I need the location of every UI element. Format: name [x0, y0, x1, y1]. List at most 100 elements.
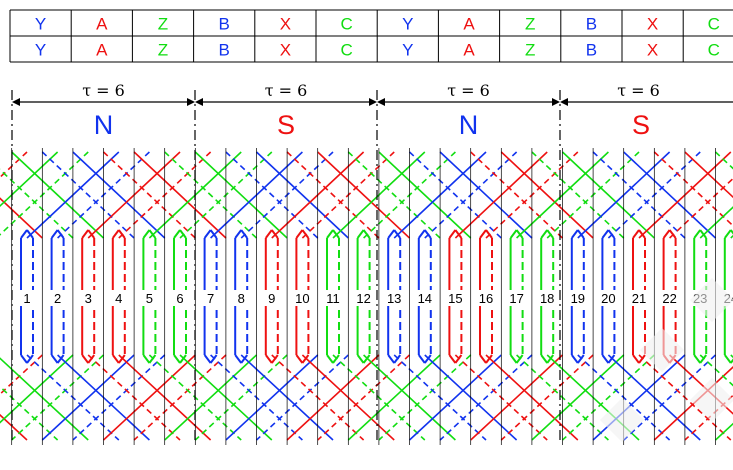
conductor-hook [173, 354, 181, 364]
end-connection-bottom [0, 385, 59, 441]
end-connection-bottom [225, 354, 319, 441]
conductor-hook [234, 229, 242, 239]
end-connection-bottom [714, 422, 733, 441]
phase-cell-label: A [96, 15, 108, 34]
conductor-hook [546, 229, 555, 239]
slot-number-bg [49, 290, 66, 306]
conductor-hook [356, 354, 365, 364]
conductor-hook [56, 354, 65, 364]
end-connection-top [500, 151, 594, 239]
phase-cell-label: Z [525, 41, 535, 60]
end-connection-top [286, 151, 380, 239]
end-connection-top [378, 151, 472, 239]
end-connection-bottom [286, 354, 380, 441]
end-connection-bottom [164, 354, 258, 441]
phase-cell-label: Y [402, 41, 413, 60]
conductor-hook [362, 354, 371, 364]
phase-cell-label: B [586, 41, 597, 60]
phase-cell-label: A [463, 15, 475, 34]
conductor-hook [332, 354, 340, 364]
conductor-hook [417, 229, 426, 239]
end-connection-bottom [317, 354, 411, 441]
pole-label: N [459, 110, 479, 140]
conductor-hook [607, 229, 616, 239]
conductor-hook [570, 229, 579, 239]
slot-number: 6 [176, 291, 183, 306]
end-connection-top [408, 151, 502, 239]
conductor-hook [118, 229, 126, 239]
slot-number: 9 [268, 291, 275, 306]
conductor-hook [50, 229, 59, 239]
pole-pitch-label: τ = 6 [82, 81, 125, 100]
conductor-hook [576, 354, 585, 364]
conductor-hook [209, 354, 218, 364]
end-connection-top [0, 197, 43, 239]
slot-number-bg [202, 290, 219, 306]
end-connection-bottom [408, 354, 502, 441]
arrow-head-right [187, 98, 195, 106]
slot-number: 19 [571, 291, 585, 306]
end-connection-top [531, 151, 625, 239]
phase-cell-label: Y [402, 15, 413, 34]
end-connection-top [592, 151, 686, 239]
phase-cell-label: B [586, 15, 597, 34]
conductor-hook [699, 229, 708, 239]
slot-number-bg [355, 290, 372, 306]
end-connection-bottom [500, 354, 594, 441]
end-connection-top [133, 151, 227, 239]
phase-cell-label: X [280, 15, 291, 34]
phase-cell-label: C [340, 41, 352, 60]
phase-cell-label: Z [158, 41, 168, 60]
phase-cell-label: B [219, 15, 230, 34]
end-connection-bottom [72, 354, 166, 441]
slot-number-bg [172, 290, 188, 306]
conductor-hook [234, 354, 242, 364]
conductor-hook [209, 229, 218, 239]
slot-number-bg [325, 290, 341, 306]
phase-cell-label: C [708, 15, 720, 34]
conductor-hook [632, 354, 640, 364]
arrow-head-left [560, 98, 568, 106]
conductor-hook [607, 354, 616, 364]
slot-number-bg [478, 290, 494, 306]
conductor-hook [729, 229, 733, 235]
watermark-mark [690, 278, 733, 322]
watermark-mark [690, 378, 733, 422]
pole-label: S [632, 110, 650, 140]
conductor-hook [387, 354, 396, 364]
conductor-hook [179, 354, 187, 364]
end-connection-bottom [531, 354, 625, 441]
end-connection-bottom [439, 354, 533, 441]
conductor-hook [509, 229, 518, 239]
conductor-hook [393, 229, 402, 239]
phase-cell-label: Y [35, 41, 46, 60]
slot-number: 12 [356, 291, 370, 306]
conductor-hook [240, 229, 248, 239]
conductor-hook [26, 354, 34, 364]
watermark-mark [600, 398, 644, 442]
pole-pitch-label: τ = 6 [265, 81, 308, 100]
slot-number: 1 [23, 291, 30, 306]
slot-number: 11 [326, 291, 340, 306]
end-connection-top [11, 151, 105, 239]
end-connection-top [317, 151, 411, 239]
conductor-hook [50, 354, 59, 364]
conductor-hook [87, 229, 95, 239]
phase-cell-label: C [340, 15, 352, 34]
slot-number: 5 [146, 291, 153, 306]
phase-cell-label: A [463, 41, 475, 60]
slot-numbers: 123456789101112131415161718192021222324 [19, 290, 733, 306]
end-connection-top [102, 151, 196, 239]
conductor-hook [693, 229, 702, 239]
conductor-hook [112, 229, 120, 239]
slot-number: 4 [115, 291, 122, 306]
conductor-hook [81, 354, 89, 364]
slot-number-bg [508, 290, 525, 306]
conductor-hook [632, 229, 640, 239]
phase-cell-label: C [708, 41, 720, 60]
slot-number-bg [233, 290, 250, 306]
conductor-hook [295, 229, 304, 239]
end-connection-bottom [41, 354, 135, 441]
conductor-hook [26, 229, 34, 239]
